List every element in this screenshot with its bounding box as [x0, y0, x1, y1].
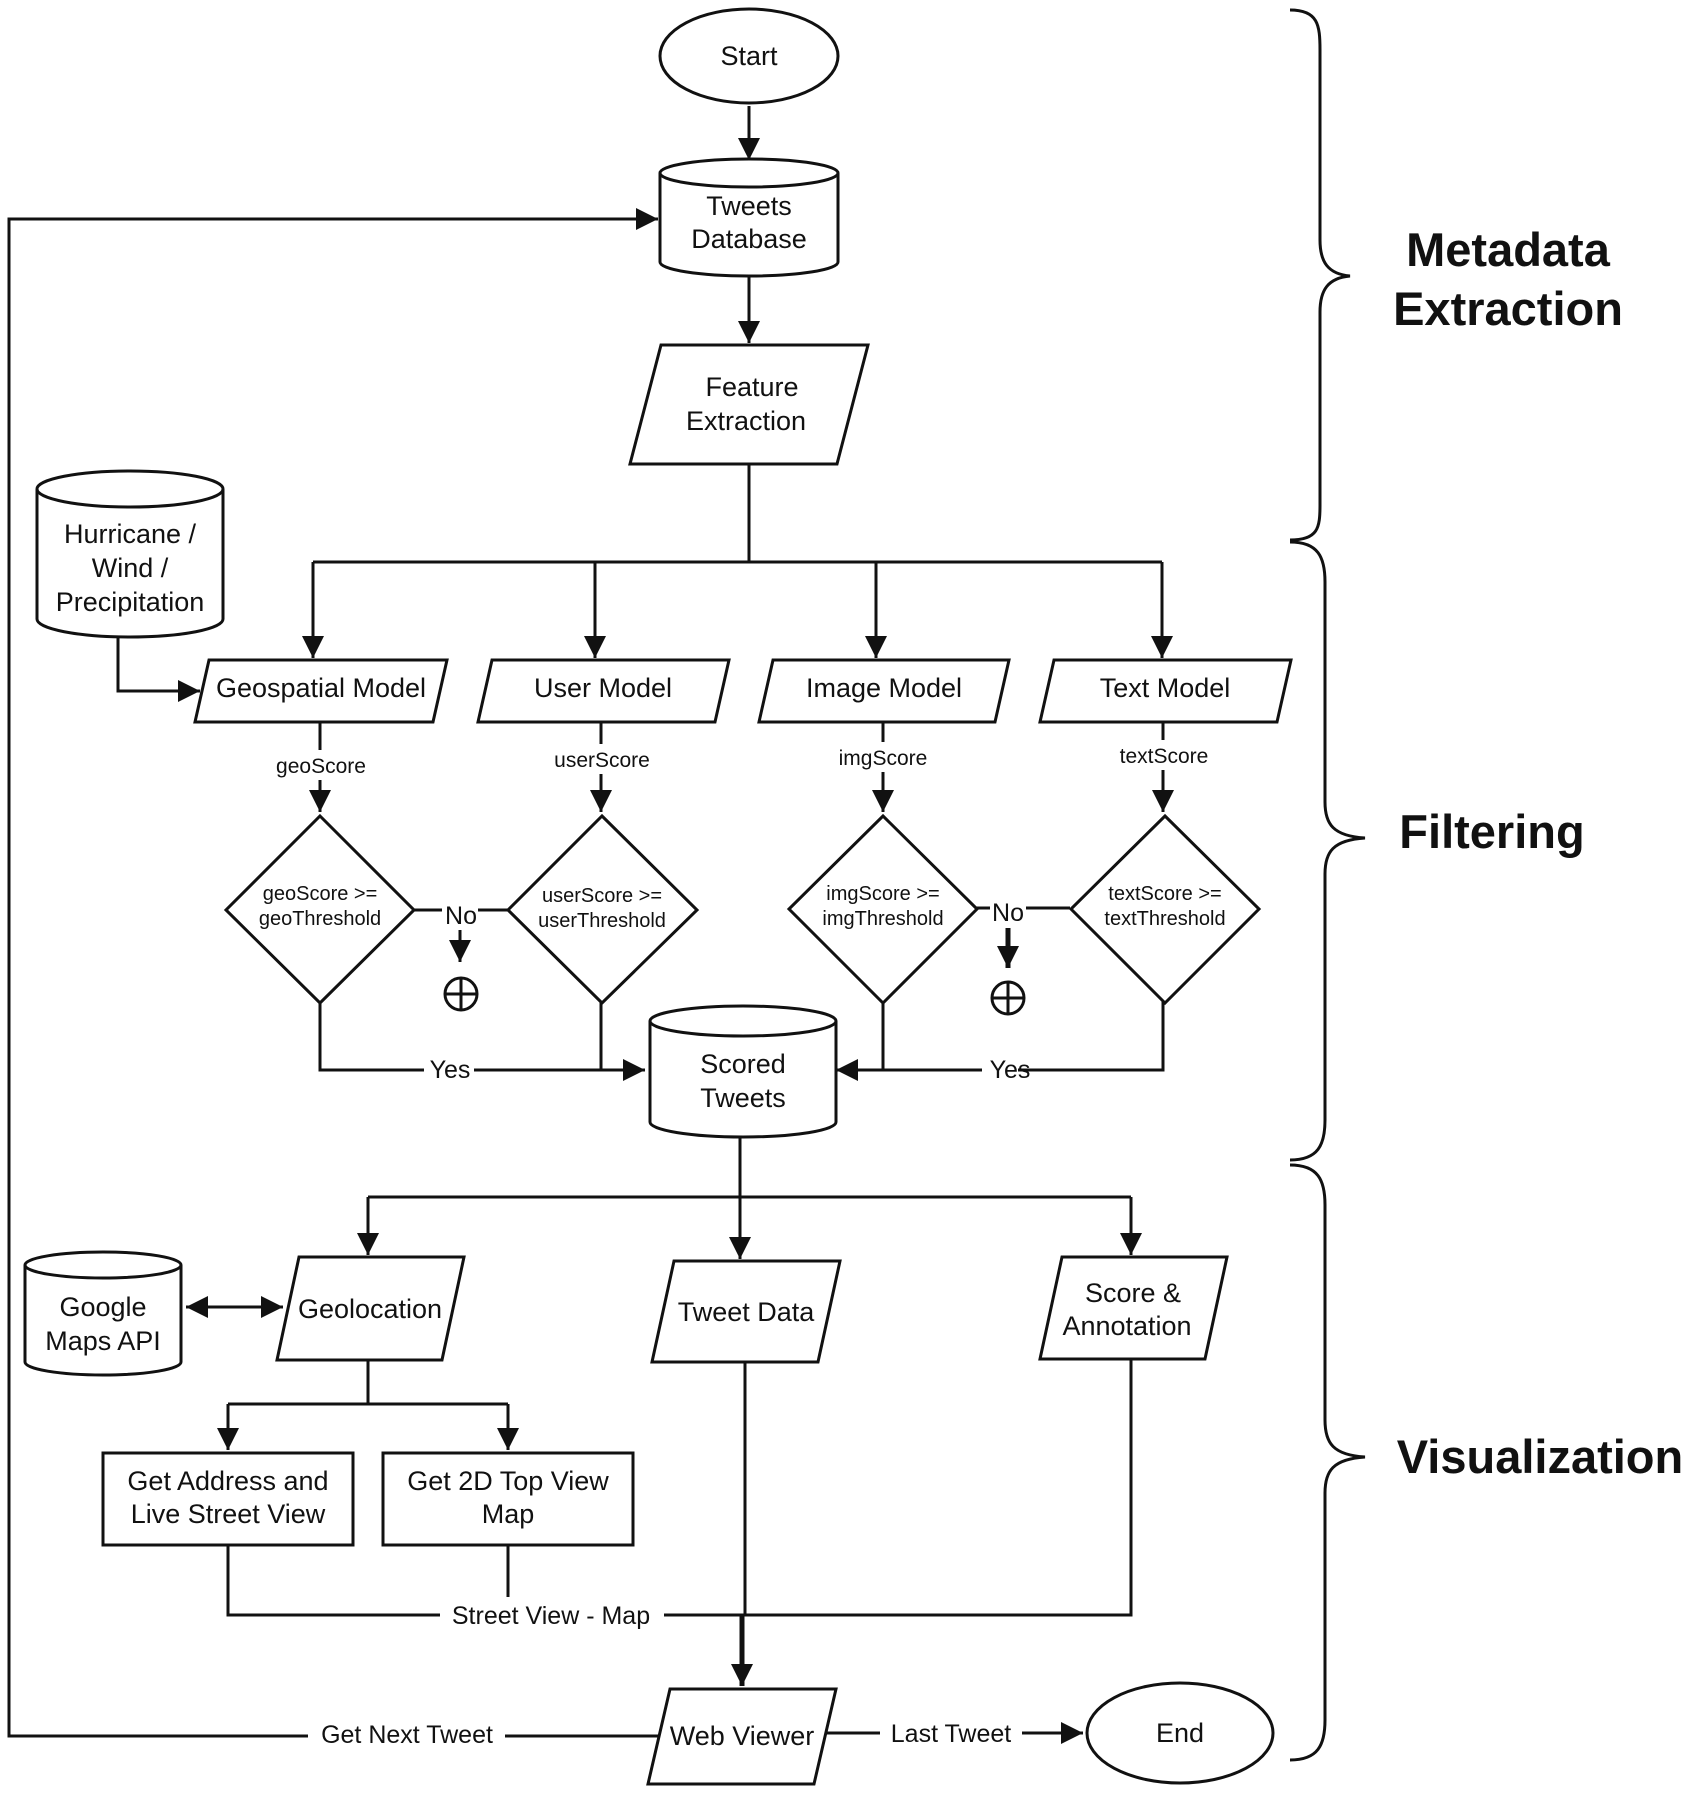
img-decision-line2: imgThreshold — [822, 908, 943, 930]
geolocation-label: Geolocation — [298, 1294, 442, 1324]
end-label: End — [1156, 1718, 1204, 1748]
geo-decision-line1: geoScore >= — [263, 883, 378, 905]
edge-merge-right — [664, 1359, 1133, 1617]
weather-database-line2: Wind / — [92, 553, 169, 583]
get-address-node: Get Address and Live Street View — [101, 1451, 355, 1547]
text-score-label: textScore — [1120, 745, 1209, 768]
tweets-database-line1: Tweets — [706, 191, 792, 221]
yes-right-label: Yes — [990, 1056, 1031, 1084]
score-annotation-line2: Annotation — [1062, 1311, 1191, 1341]
tweet-data-node: Tweet Data — [650, 1259, 842, 1364]
no-right-label: No — [992, 899, 1024, 927]
image-model-node: Image Model — [757, 658, 1011, 724]
get-next-tweet-label: Get Next Tweet — [321, 1721, 493, 1749]
edge-next-loop — [7, 208, 658, 1738]
user-decision-node: userScore >= userThreshold — [505, 813, 700, 1006]
brace-filtering — [1289, 540, 1366, 1162]
brace-metadata — [1289, 8, 1351, 542]
user-model-label: User Model — [534, 673, 672, 703]
tweets-database-node: Tweets Database — [658, 157, 840, 278]
get-address-line1: Get Address and — [127, 1466, 328, 1496]
geolocation-node: Geolocation — [275, 1255, 466, 1362]
weather-database-line3: Precipitation — [56, 587, 205, 617]
google-maps-node: Google Maps API — [23, 1250, 183, 1377]
scored-tweets-line2: Tweets — [700, 1083, 786, 1113]
weather-database-line1: Hurricane / — [64, 519, 197, 549]
img-decision-node: imgScore >= imgThreshold — [786, 813, 980, 1006]
no-left-label: No — [445, 902, 477, 930]
text-model-label: Text Model — [1100, 673, 1231, 703]
google-maps-line2: Maps API — [45, 1326, 161, 1356]
feature-extraction-line2: Extraction — [686, 406, 806, 436]
tweets-database-line2: Database — [691, 224, 807, 254]
get-address-line2: Live Street View — [131, 1499, 326, 1529]
section-metadata-line1: Metadata — [1406, 223, 1611, 276]
geo-decision-line2: geoThreshold — [259, 908, 381, 930]
geospatial-model-node: Geospatial Model — [193, 658, 449, 724]
section-metadata-line2: Extraction — [1393, 282, 1623, 335]
score-annotation-line1: Score & — [1085, 1278, 1181, 1308]
text-decision-line1: textScore >= — [1108, 883, 1221, 905]
geospatial-model-label: Geospatial Model — [216, 673, 426, 703]
weather-database-node: Hurricane / Wind / Precipitation — [35, 469, 225, 639]
edge-yes-right-text — [1018, 1000, 1165, 1072]
score-annotation-node: Score & Annotation — [1038, 1255, 1229, 1361]
start-node: Start — [658, 7, 840, 105]
edges — [7, 106, 1174, 1744]
text-decision-line2: textThreshold — [1104, 908, 1225, 930]
section-filtering: Filtering — [1399, 805, 1584, 858]
google-maps-line1: Google — [59, 1292, 146, 1322]
user-decision-line2: userThreshold — [538, 910, 666, 932]
section-visualization: Visualization — [1397, 1430, 1683, 1483]
feature-extraction-node: Feature Extraction — [628, 343, 870, 466]
geo-decision-node: geoScore >= geoThreshold — [223, 813, 417, 1006]
text-decision-node: textScore >= textThreshold — [1068, 813, 1262, 1006]
last-tweet-label: Last Tweet — [891, 1720, 1012, 1748]
street-view-map-label: Street View - Map — [452, 1602, 650, 1630]
get-2d-map-line1: Get 2D Top View — [407, 1466, 609, 1496]
end-node: End — [1085, 1681, 1275, 1785]
user-score-label: userScore — [554, 749, 650, 772]
tweet-data-label: Tweet Data — [678, 1297, 816, 1327]
user-decision-line1: userScore >= — [542, 885, 662, 907]
image-model-label: Image Model — [806, 673, 962, 703]
edge-weather-to-geo — [116, 638, 200, 702]
text-model-node: Text Model — [1038, 658, 1293, 724]
scored-tweets-node: Scored Tweets — [648, 1004, 838, 1139]
start-label: Start — [720, 41, 778, 71]
edge-address-merge — [226, 1544, 440, 1617]
section-braces — [1289, 8, 1366, 1762]
get-2d-map-line2: Map — [482, 1499, 535, 1529]
feature-extraction-line1: Feature — [705, 372, 798, 402]
scored-tweets-line1: Scored — [700, 1049, 786, 1079]
img-score-label: imgScore — [839, 747, 928, 770]
edge-yes-left-geo — [318, 1000, 424, 1072]
get-2d-map-node: Get 2D Top View Map — [381, 1451, 635, 1547]
brace-visualization — [1289, 1163, 1366, 1762]
geo-score-label: geoScore — [276, 755, 366, 778]
img-decision-line1: imgScore >= — [826, 883, 939, 905]
web-viewer-node: Web Viewer — [646, 1687, 838, 1786]
yes-left-label: Yes — [430, 1056, 471, 1084]
discard-right-symbol — [990, 980, 1026, 1016]
user-model-node: User Model — [476, 658, 731, 724]
web-viewer-label: Web Viewer — [670, 1721, 815, 1751]
discard-left-symbol — [443, 976, 479, 1012]
